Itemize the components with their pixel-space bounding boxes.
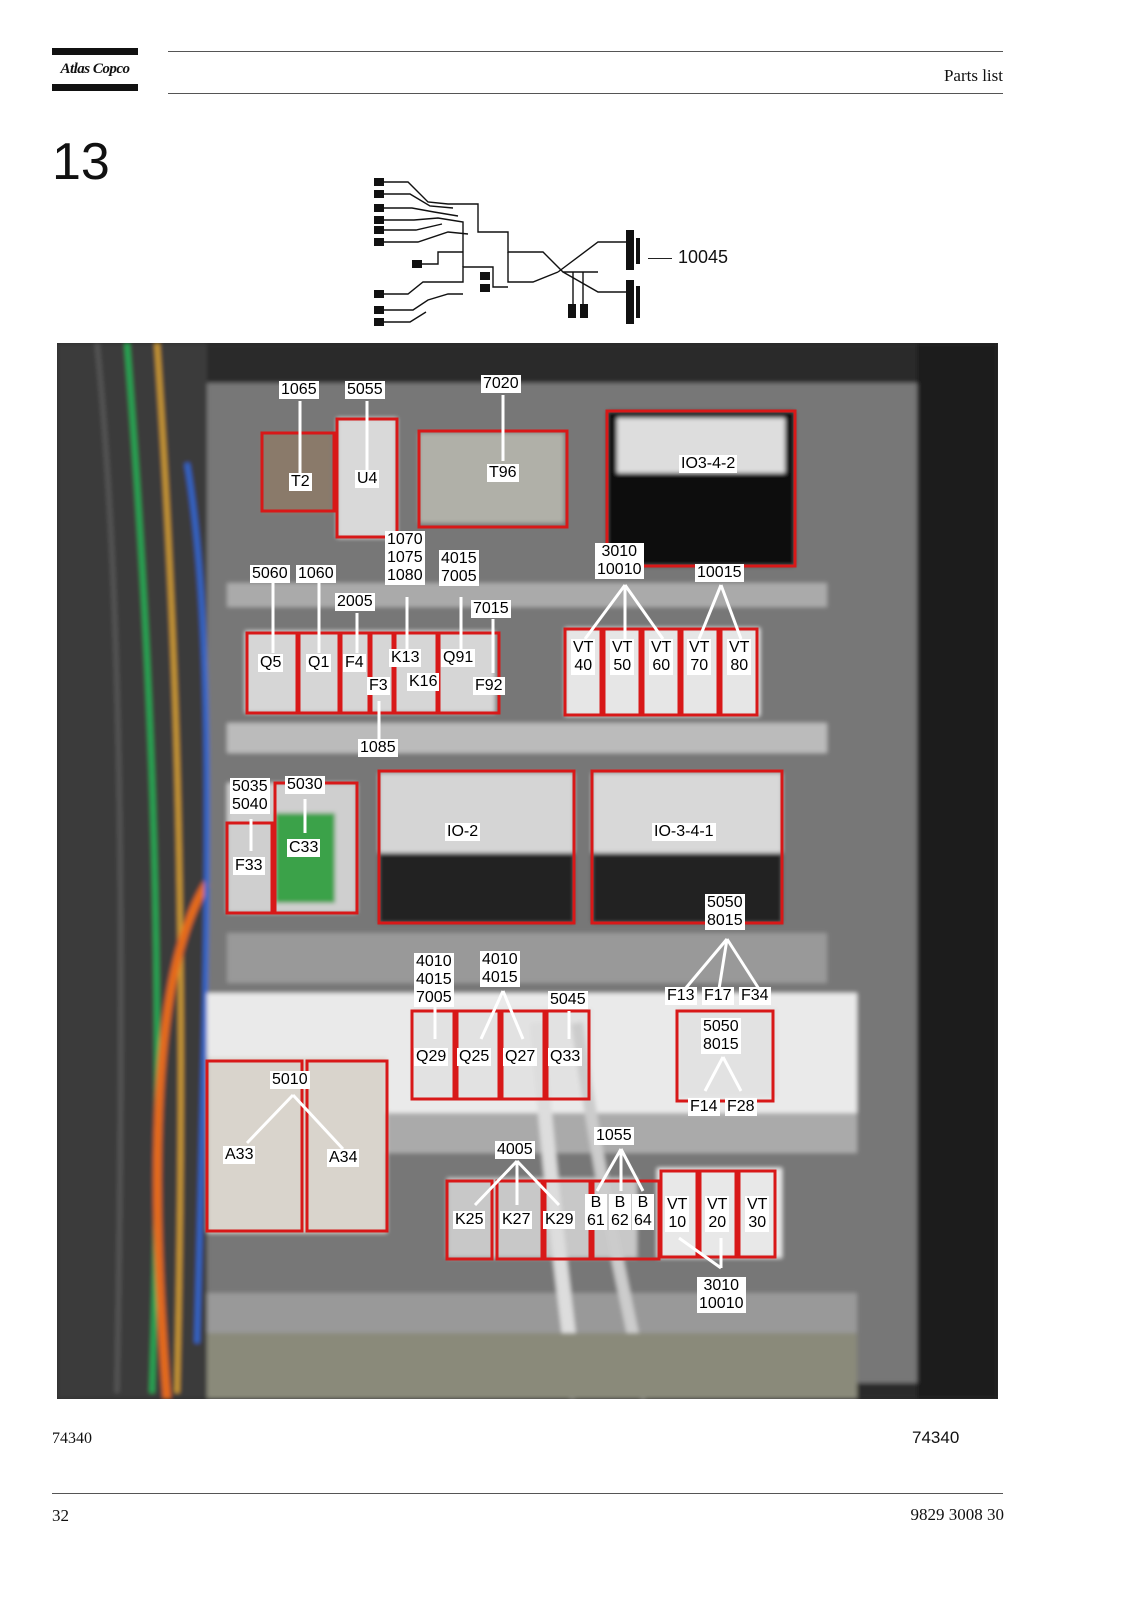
harness-callout-leader [648, 258, 672, 259]
callout-IO-2: IO-2 [445, 823, 481, 841]
page-title: Parts list [943, 66, 1003, 85]
callout-F14: F14 [688, 1098, 720, 1116]
callout-4005: 4005 [495, 1141, 535, 1159]
callout-4010-4015: 4010 4015 [480, 951, 520, 987]
callout-Q91: Q91 [441, 649, 476, 667]
callout-1065: 1065 [279, 381, 319, 399]
cable-harness-drawing [374, 178, 640, 326]
callout-VT50: VT 50 [610, 639, 635, 675]
callout-F33: F33 [233, 857, 265, 875]
callout-U4: U4 [355, 470, 380, 488]
callout-7015: 7015 [471, 600, 511, 618]
callout-Q25: Q25 [457, 1048, 492, 1066]
callout-5010: 5010 [270, 1071, 310, 1089]
callout-F17: F17 [702, 987, 734, 1005]
page-number: 32 [52, 1506, 69, 1525]
callout-K27: K27 [500, 1211, 533, 1229]
footer-rule [52, 1493, 1003, 1494]
callout-B62: B 62 [609, 1194, 631, 1230]
callout-1070-1075-1080: 1070 1075 1080 [385, 531, 425, 585]
figure-number-right: 74340 [912, 1428, 960, 1447]
callout-5030: 5030 [285, 776, 325, 794]
callout-Q33: Q33 [548, 1048, 583, 1066]
callout-K16: K16 [407, 673, 440, 691]
harness-callout-label: 10045 [678, 247, 729, 267]
callout-2005: 2005 [335, 593, 375, 611]
callout-T2: T2 [289, 473, 312, 491]
callout-VT80: VT 80 [727, 639, 752, 675]
callout-1085: 1085 [358, 739, 398, 757]
callout-5050-8015-lower: 5050 8015 [701, 1018, 741, 1054]
brand-logo: Atlas Copco [52, 48, 138, 92]
header-rule-top [168, 51, 1003, 52]
callout-3010-10010-bottom: 3010 10010 [697, 1277, 746, 1313]
callout-B61: B 61 [585, 1194, 607, 1230]
callout-F4: F4 [343, 654, 366, 672]
brand-logo-text: Atlas Copco [60, 61, 130, 77]
callout-F34: F34 [739, 987, 771, 1005]
callout-T96: T96 [487, 464, 519, 482]
callout-4010-4015-7005: 4010 4015 7005 [414, 953, 454, 1007]
callout-5045: 5045 [548, 991, 588, 1009]
document-number: 9829 3008 30 [910, 1505, 1005, 1524]
callout-A34: A34 [327, 1149, 360, 1167]
callout-B64: B 64 [632, 1194, 654, 1230]
callout-VT20: VT 20 [705, 1196, 730, 1232]
callout-F28: F28 [725, 1098, 757, 1116]
callout-A33: A33 [223, 1146, 256, 1164]
callout-5050-8015-upper: 5050 8015 [705, 894, 745, 930]
callout-1055: 1055 [594, 1127, 634, 1145]
callout-VT10: VT 10 [665, 1196, 690, 1232]
callout-1060: 1060 [296, 565, 336, 583]
callout-VT60: VT 60 [649, 639, 674, 675]
callout-IO-3-4-1: IO-3-4-1 [652, 823, 716, 841]
callout-F92: F92 [473, 677, 505, 695]
callout-F3: F3 [367, 677, 390, 695]
callout-IO3-4-2: IO3-4-2 [679, 455, 738, 473]
callout-K13: K13 [389, 649, 422, 667]
callout-VT70: VT 70 [687, 639, 712, 675]
callout-3010-10010-top: 3010 10010 [595, 543, 644, 579]
callout-7020: 7020 [481, 375, 521, 393]
callout-C33: C33 [287, 839, 321, 857]
callout-F13: F13 [665, 987, 697, 1005]
callout-K25: K25 [453, 1211, 486, 1229]
header-rule-bottom [168, 93, 1003, 94]
callout-5035-5040: 5035 5040 [230, 778, 270, 814]
section-number: 13 [52, 133, 110, 191]
callout-Q27: Q27 [503, 1048, 538, 1066]
callout-5060: 5060 [250, 565, 290, 583]
callout-10015: 10015 [695, 564, 744, 582]
callout-4015-7005: 4015 7005 [439, 550, 479, 586]
figure-number-left: 74340 [52, 1430, 92, 1447]
callout-Q1: Q1 [306, 654, 332, 672]
cabinet-photo-illustration [57, 343, 998, 1399]
callout-Q5: Q5 [258, 654, 284, 672]
callout-VT40: VT 40 [571, 639, 596, 675]
callout-K29: K29 [543, 1211, 576, 1229]
callout-5055: 5055 [345, 381, 385, 399]
callout-Q29: Q29 [414, 1048, 449, 1066]
cabinet-photo: 1065 5055 7020 T2 U4 T96 IO3-4-2 1070 10… [57, 343, 998, 1399]
callout-VT30: VT 30 [745, 1196, 770, 1232]
